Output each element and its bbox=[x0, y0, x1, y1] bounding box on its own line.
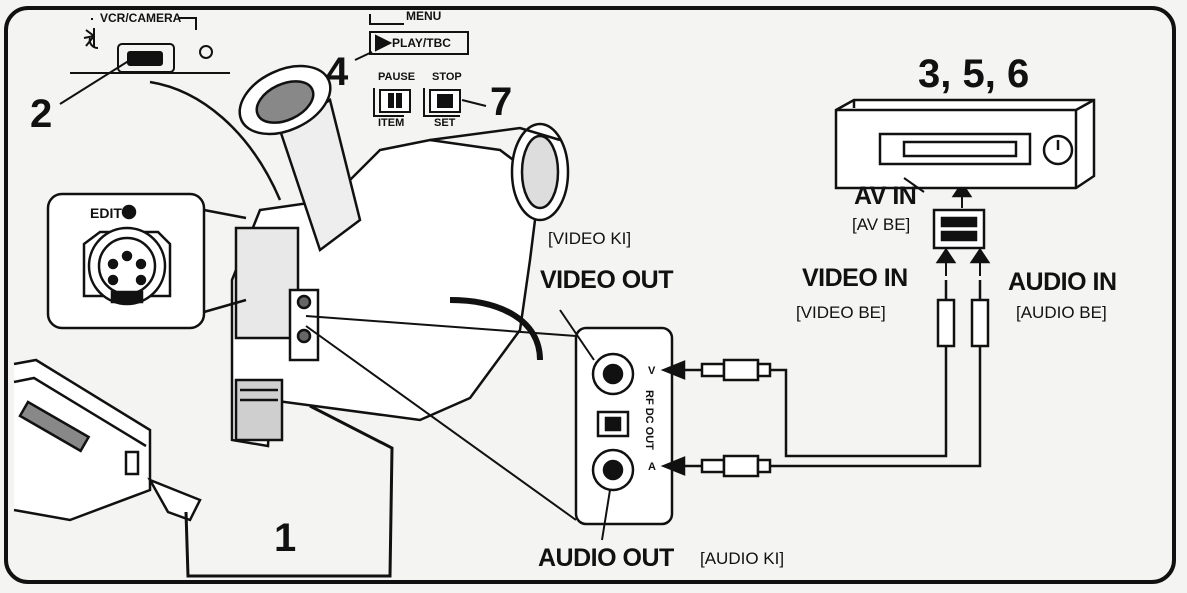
rf-dc-out-label: RF DC OUT bbox=[643, 390, 655, 450]
pause-label: PAUSE bbox=[378, 71, 416, 83]
video-out-hu-label: [VIDEO KI] bbox=[548, 229, 632, 248]
av-terminal-panel bbox=[559, 309, 674, 541]
scart-plug-icon bbox=[932, 181, 986, 250]
set-label: SET bbox=[434, 117, 456, 129]
play-tbc-button-icon bbox=[354, 14, 469, 61]
av-in-label: AV IN bbox=[854, 182, 917, 210]
step-1-label: 1 bbox=[274, 516, 297, 560]
audio-out-label: AUDIO OUT bbox=[538, 544, 674, 572]
pause-stop-buttons-icon bbox=[373, 88, 487, 117]
edit-terminal-inset bbox=[46, 192, 247, 330]
av-in-hu-label: [AV BE] bbox=[852, 215, 911, 234]
step-7-label: 7 bbox=[490, 80, 513, 124]
step-3-5-6-label: 3, 5, 6 bbox=[918, 52, 1030, 96]
a-mark-label: A bbox=[648, 461, 656, 473]
video-out-label: VIDEO OUT bbox=[540, 266, 674, 294]
zoom-callout-lines bbox=[305, 315, 577, 521]
av-cable bbox=[660, 247, 991, 478]
audio-in-hu-label: [AUDIO BE] bbox=[1016, 303, 1107, 322]
audio-in-label: AUDIO IN bbox=[1008, 268, 1117, 296]
edit-terminal-label: EDIT bbox=[90, 205, 122, 221]
vcr-camera-switch-icon bbox=[59, 17, 230, 105]
video-in-hu-label: [VIDEO BE] bbox=[796, 303, 886, 322]
play-tbc-label: PLAY/TBC bbox=[392, 36, 451, 50]
step-4-label: 4 bbox=[326, 50, 349, 94]
camcorder-icon bbox=[149, 64, 570, 448]
audio-out-hu-label: [AUDIO KI] bbox=[700, 549, 785, 568]
menu-label: MENU bbox=[406, 9, 442, 23]
step-2-label: 2 bbox=[30, 92, 53, 136]
vcr-camera-label: VCR/CAMERA bbox=[100, 11, 182, 25]
vcr-icon bbox=[834, 98, 1096, 193]
v-mark-label: V bbox=[648, 365, 656, 377]
item-label: ITEM bbox=[378, 117, 405, 129]
stop-label: STOP bbox=[432, 71, 462, 83]
diagram-frame bbox=[4, 6, 1176, 584]
video-in-label: VIDEO IN bbox=[802, 264, 908, 292]
ac-adaptor-icon bbox=[13, 358, 394, 578]
